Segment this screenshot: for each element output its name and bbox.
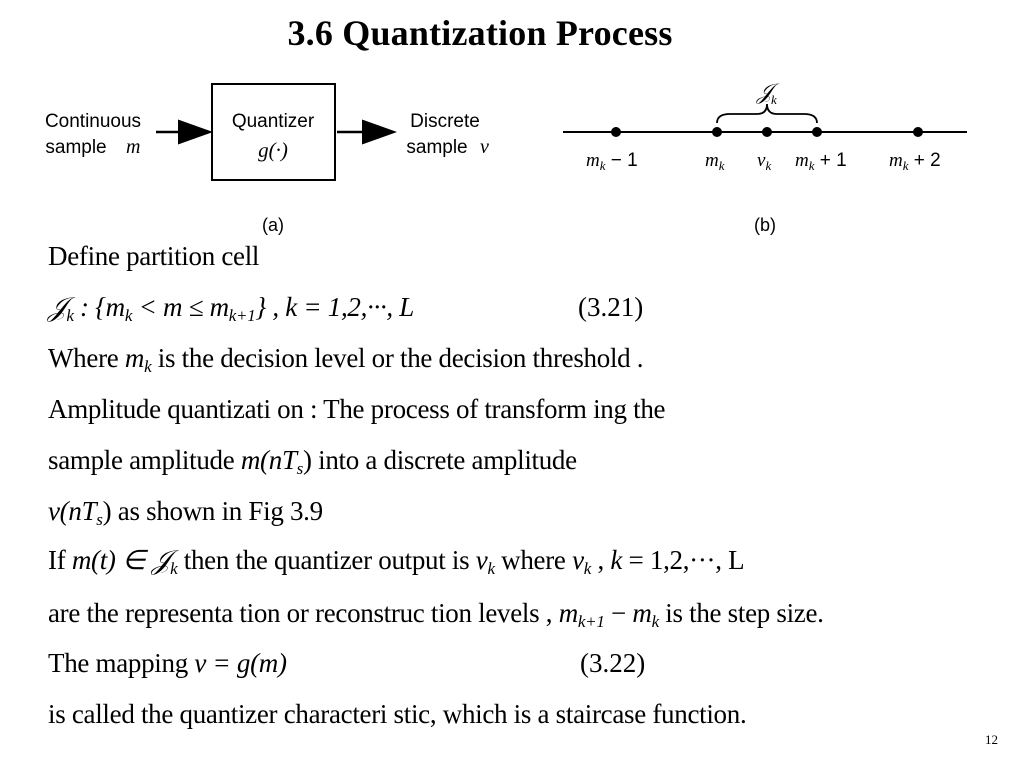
l9-b: ν = g(m) xyxy=(194,648,287,678)
slide-title: 3.6 Quantization Process xyxy=(287,13,673,53)
eq-sub-1: k xyxy=(124,306,133,325)
l8-c: is the step size. xyxy=(658,598,824,628)
l5-a: sample amplitude xyxy=(48,445,241,475)
equation-3-22: The mapping ν = g(m) xyxy=(48,648,287,679)
l7-v2: v xyxy=(572,545,584,575)
text-line-6: ν(nTs) as shown in Fig 3.9 xyxy=(48,496,324,529)
caption-a: (a) xyxy=(262,215,284,235)
l8-m2: m xyxy=(632,598,652,628)
text-line-3: Where mk is the decision level or the de… xyxy=(48,343,644,376)
eq-part-2: < m ≤ m xyxy=(132,292,230,322)
l7-e: = 1,2,···, L xyxy=(622,545,745,575)
l5-s: s xyxy=(296,459,304,478)
l8-m1: m xyxy=(558,598,579,628)
l7-a: If xyxy=(48,545,72,575)
figure-a: Continuous sample m Quantizer g(·) Discr… xyxy=(45,83,489,235)
cell-brace xyxy=(716,103,818,124)
l7-v2k: k xyxy=(583,559,592,578)
l3-b: is the decision level or the decision th… xyxy=(151,343,644,373)
l7-k2: k xyxy=(610,545,623,575)
tick-label-mk-plus-1: mk + 1 xyxy=(795,150,847,173)
equation-number-3-22: (3.22) xyxy=(580,648,646,678)
input-label-line2: sample xyxy=(45,137,106,158)
text-line-7: If m(t) ∈ 𝒥k then the quantizer output i… xyxy=(48,545,745,578)
tick-label-mk-plus-2: mk + 2 xyxy=(889,150,941,173)
l3-m: m xyxy=(124,343,145,373)
text-line-5: sample amplitude m(nTs) into a discrete … xyxy=(48,445,577,478)
l7-v: v xyxy=(475,545,488,575)
text-line-8: are the representa tion or reconstruc ti… xyxy=(48,598,824,631)
l6-s: s xyxy=(96,510,103,529)
input-label-line1: Continuous xyxy=(45,111,141,132)
l3-k: k xyxy=(144,357,152,376)
output-label-line1: Discrete xyxy=(410,111,480,132)
l5-m: m(nT xyxy=(240,445,297,475)
point-mk-minus-1 xyxy=(611,127,621,137)
l6-b: ) as shown in Fig 3.9 xyxy=(102,496,324,526)
quantizer-figure: Continuous sample m Quantizer g(·) Discr… xyxy=(45,79,967,235)
cell-label-sub: k xyxy=(771,92,777,107)
eq-part-3: } , k = 1,2,···, L xyxy=(255,292,415,322)
text-line-1: Define partition cell xyxy=(48,241,260,271)
eq-part-1: : {m xyxy=(73,292,125,322)
point-vk xyxy=(762,127,772,137)
l7-d: , xyxy=(591,545,611,575)
l3-a: Where xyxy=(48,343,125,373)
page-number: 12 xyxy=(985,732,998,747)
l9-a: The mapping xyxy=(48,648,195,678)
input-variable: m xyxy=(126,136,140,158)
l7-b: then the quantizer output is xyxy=(177,545,476,575)
tick-label-mk-minus-1: mk − 1 xyxy=(586,150,638,173)
block-label-line2: g(·) xyxy=(258,138,288,162)
point-mk-plus-2 xyxy=(913,127,923,137)
l8-b: − xyxy=(604,598,633,628)
figure-b: 𝒥 k mk − 1 mk vk mk + 1 mk + 2 (b) xyxy=(563,79,967,235)
point-mk xyxy=(712,127,722,137)
l7-k: k xyxy=(170,559,178,578)
text-line-10: is called the quantizer characteri stic,… xyxy=(48,699,747,729)
equation-number-3-21: (3.21) xyxy=(578,292,644,322)
l7-vk: k xyxy=(487,559,495,578)
cell-symbol: 𝒥 xyxy=(48,292,67,322)
eq-sub-2: k+1 xyxy=(228,306,256,325)
tick-label-mk: mk xyxy=(705,150,725,173)
l6-a: ν(nT xyxy=(48,496,97,526)
l8-s1: k+1 xyxy=(577,612,605,631)
l7-m: m(t) ∈ 𝒥 xyxy=(71,545,171,575)
text-line-4: Amplitude quantizati on : The process of… xyxy=(48,394,666,424)
l8-a: are the representa tion or reconstruc ti… xyxy=(48,598,559,628)
l8-s2: k xyxy=(651,612,660,631)
equation-3-21: 𝒥k : {mk < m ≤ mk+1} , k = 1,2,···, L xyxy=(48,292,414,324)
block-label-line1: Quantizer xyxy=(232,111,315,132)
l5-b: ) into a discrete amplitude xyxy=(303,445,577,475)
caption-b: (b) xyxy=(754,215,776,235)
cell-sub: k xyxy=(66,306,74,325)
tick-label-vk: vk xyxy=(757,150,771,173)
l7-c: where xyxy=(494,545,573,575)
output-label-line2: sample xyxy=(406,137,467,158)
output-variable: v xyxy=(480,136,489,158)
quantizer-block xyxy=(211,83,336,181)
point-mk-plus-1 xyxy=(812,127,822,137)
